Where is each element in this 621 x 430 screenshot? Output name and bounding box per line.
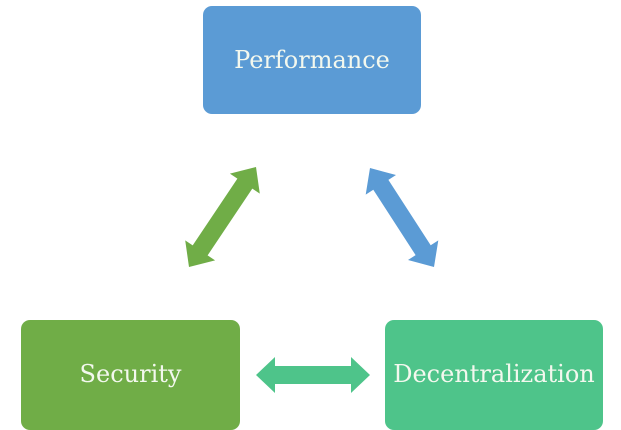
node-decentralization: Decentralization <box>385 320 603 430</box>
node-decentralization-label: Decentralization <box>393 360 595 388</box>
arrow-security-decentralization <box>256 357 370 393</box>
arrows-layer <box>185 167 439 393</box>
arrow-security-performance <box>185 167 260 267</box>
node-security-label: Security <box>79 360 182 388</box>
node-performance: Performance <box>203 6 421 114</box>
node-security: Security <box>21 320 240 430</box>
arrow-performance-decentralization <box>365 168 439 267</box>
node-performance-label: Performance <box>234 46 390 74</box>
